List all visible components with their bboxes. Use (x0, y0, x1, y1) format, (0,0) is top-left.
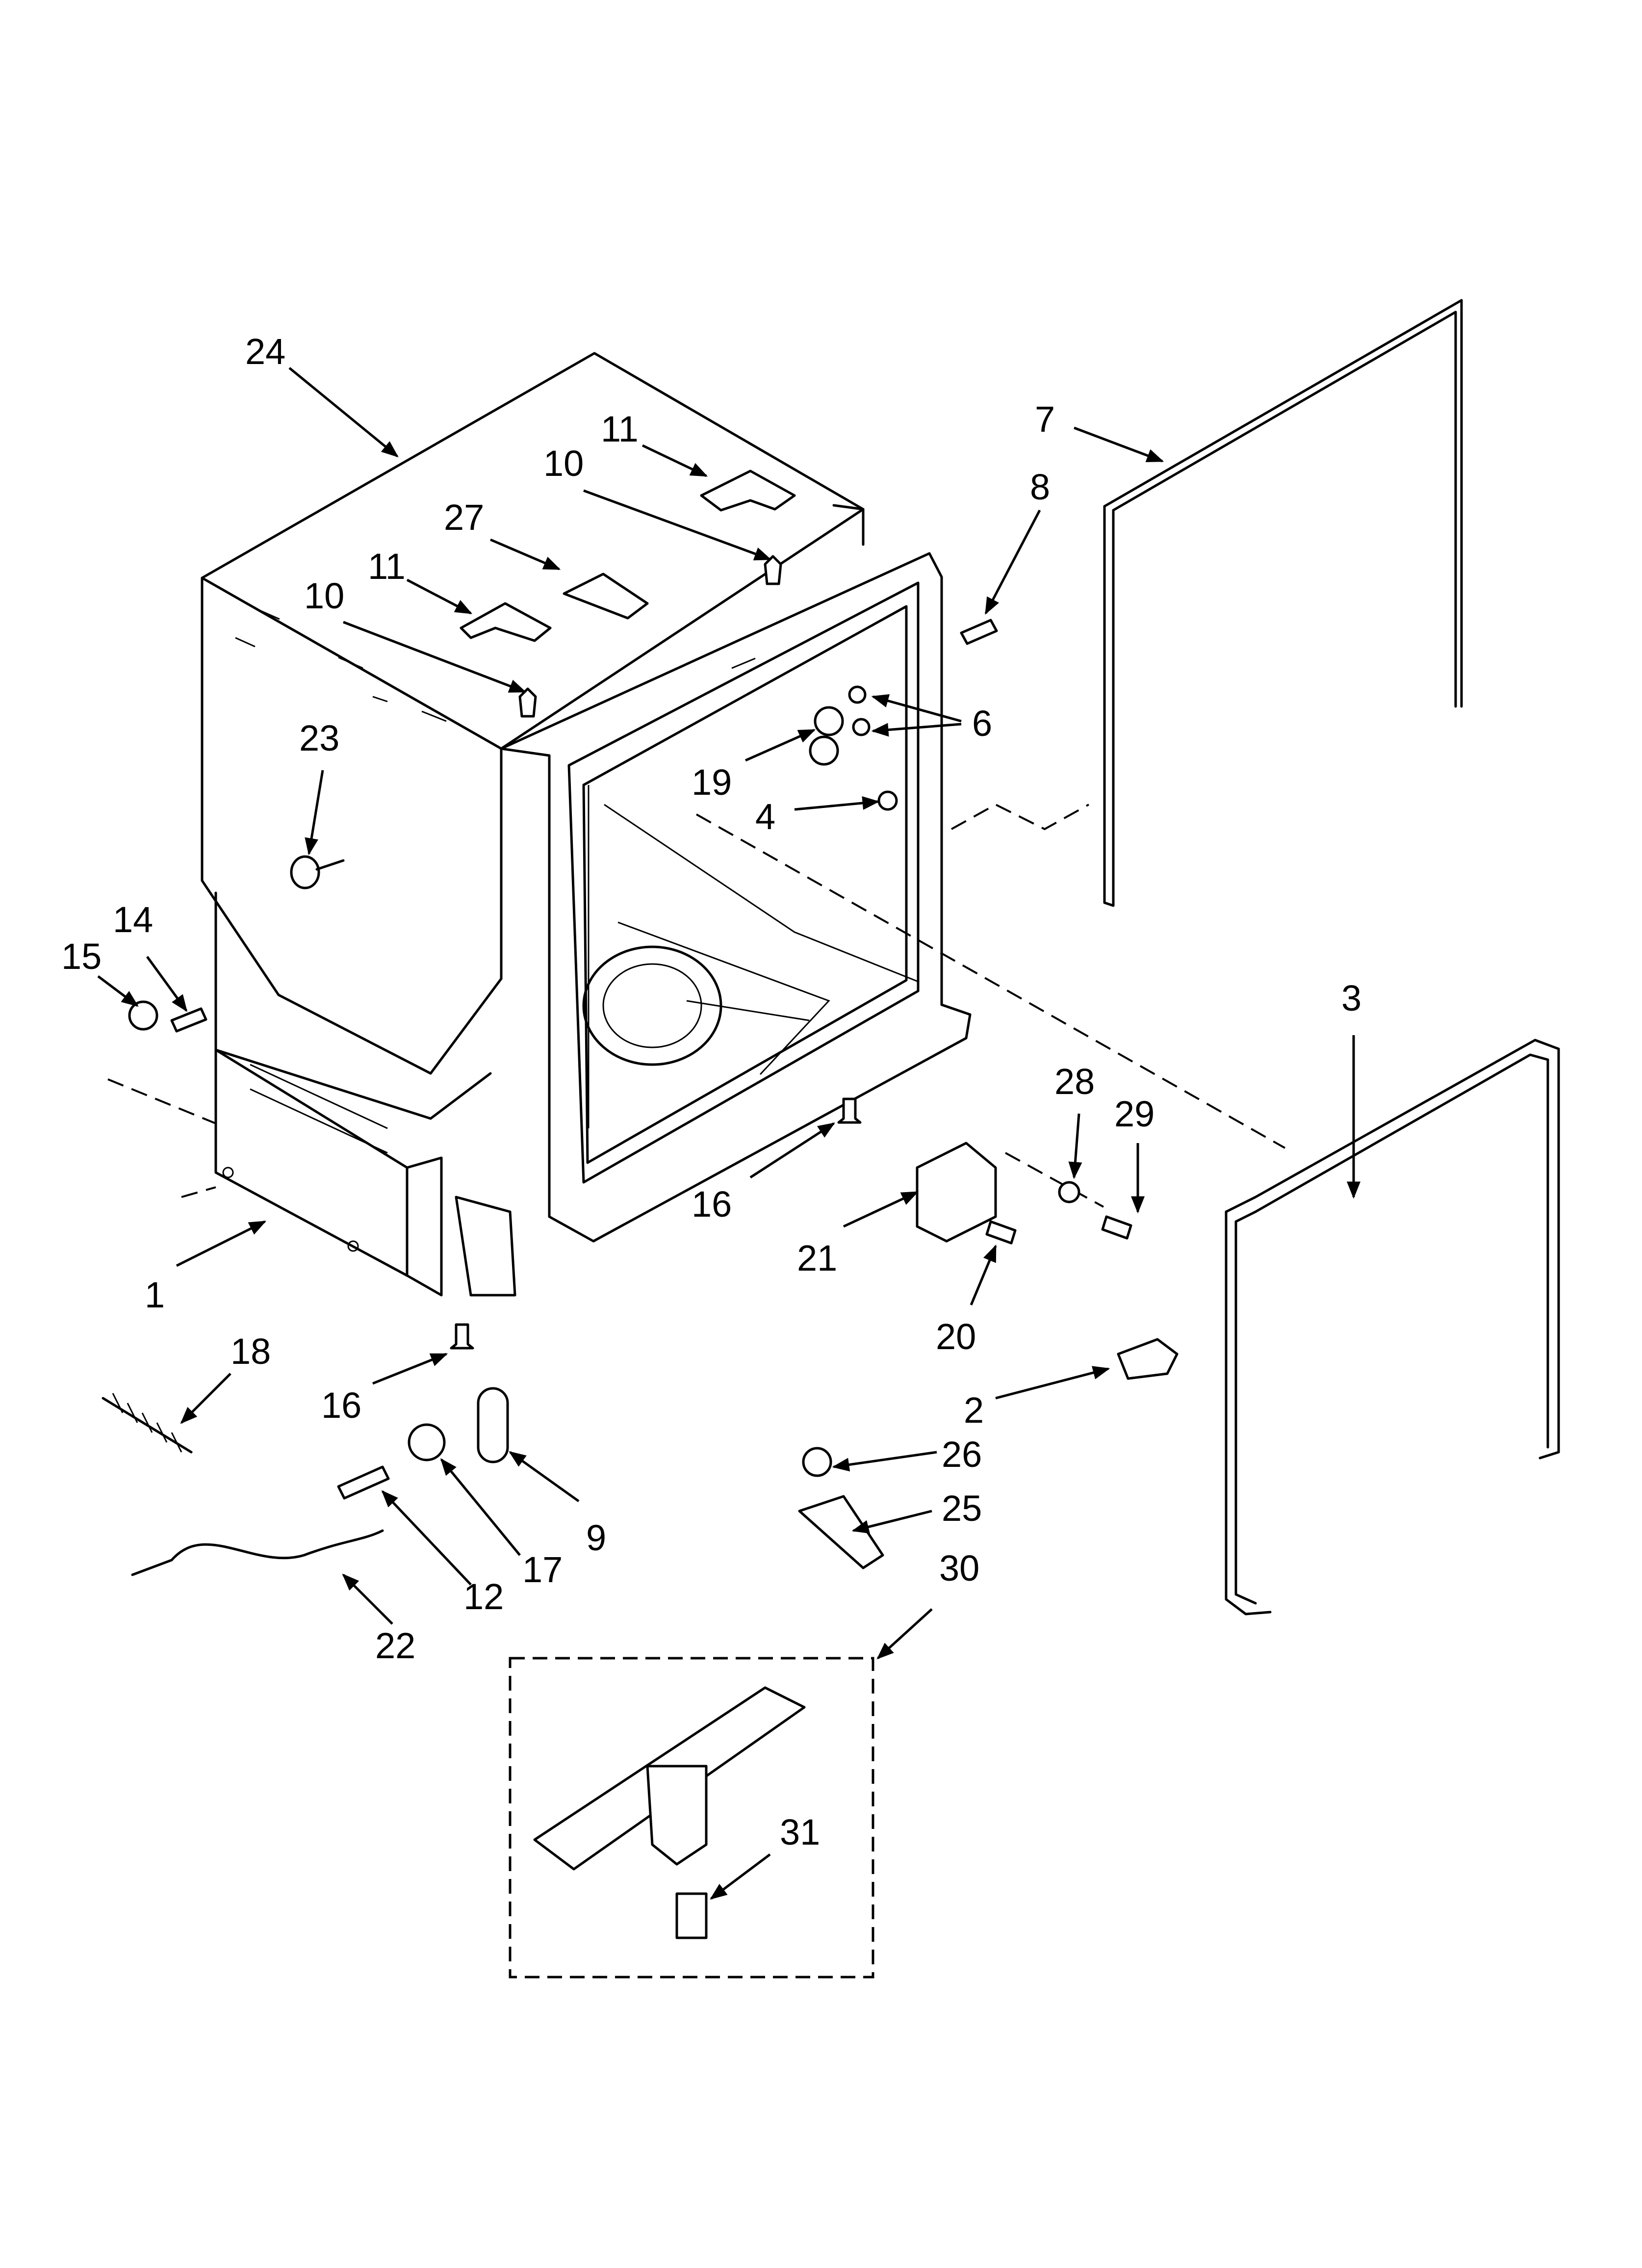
callout-20: 20 (936, 1316, 976, 1357)
callouts: 24 11 10 27 11 10 7 8 6 19 23 4 14 15 3 … (61, 331, 1361, 1852)
callout-14: 14 (113, 899, 153, 940)
callout-28: 28 (1054, 1061, 1095, 1102)
callout-8: 8 (1030, 467, 1050, 507)
vent-bracket (563, 573, 649, 620)
callout-16-upper: 16 (692, 1184, 732, 1225)
callout-24: 24 (245, 331, 285, 372)
washers-6 (848, 685, 871, 736)
callout-22: 22 (375, 1625, 415, 1666)
callout-3: 3 (1341, 978, 1361, 1018)
door-gasket (1103, 299, 1463, 907)
sensor-31 (675, 1892, 708, 1939)
pulley-17 (408, 1423, 446, 1461)
callout-12: 12 (463, 1576, 504, 1617)
callout-21: 21 (797, 1238, 837, 1278)
callout-10-upper: 10 (543, 443, 584, 484)
callout-27: 27 (444, 497, 484, 538)
callout-6: 6 (972, 703, 992, 744)
callout-26: 26 (942, 1434, 982, 1475)
thermostat-26 (802, 1447, 832, 1477)
callout-15: 15 (61, 936, 102, 977)
hinge-bracket-upper (700, 469, 796, 512)
screw-10-upper (764, 555, 782, 585)
assembly-30-box (509, 1657, 874, 1979)
leaders (97, 367, 1360, 1900)
callout-30: 30 (939, 1548, 979, 1589)
screw-10-lower (518, 687, 537, 718)
callout-11-upper: 11 (601, 409, 639, 449)
leveling-leg-15 (128, 1000, 158, 1031)
callout-23: 23 (299, 718, 339, 758)
screw-20 (985, 1220, 1017, 1245)
foot-16-lower (450, 1323, 474, 1350)
callout-4: 4 (755, 796, 775, 837)
callout-18: 18 (231, 1331, 271, 1372)
assembly-line (696, 813, 1285, 1149)
tub-gasket (1225, 1039, 1560, 1616)
callout-25: 25 (942, 1488, 982, 1529)
cable-22 (131, 1529, 384, 1576)
callout-1: 1 (145, 1275, 165, 1315)
link-9 (477, 1387, 509, 1463)
hinge-bracket-lower (460, 602, 552, 642)
bracket-21 (916, 1142, 997, 1243)
callout-9: 9 (586, 1517, 606, 1558)
screw-12 (337, 1465, 390, 1500)
callout-7: 7 (1035, 399, 1055, 440)
foot-16-upper (837, 1097, 862, 1124)
callout-11-lower: 11 (368, 546, 406, 587)
base-frame (214, 1048, 516, 1297)
screw-8 (960, 619, 998, 645)
screw-14 (170, 1007, 207, 1033)
screw-29 (1101, 1215, 1132, 1240)
spring-18 (102, 1393, 193, 1454)
callout-2: 2 (964, 1390, 984, 1431)
latch-2 (1117, 1338, 1179, 1380)
spray-arm-30 (533, 1686, 806, 1871)
clip-28 (1058, 1181, 1080, 1203)
callout-17: 17 (522, 1549, 563, 1590)
callout-31: 31 (780, 1812, 820, 1852)
callout-16-lower: 16 (321, 1385, 361, 1426)
callout-10-lower: 10 (304, 575, 344, 616)
callout-29: 29 (1114, 1094, 1155, 1134)
callout-19: 19 (692, 762, 732, 803)
plug-23 (290, 855, 345, 889)
bracket-25 (798, 1495, 884, 1569)
rollers-19 (809, 706, 844, 766)
plug-4 (877, 790, 898, 811)
